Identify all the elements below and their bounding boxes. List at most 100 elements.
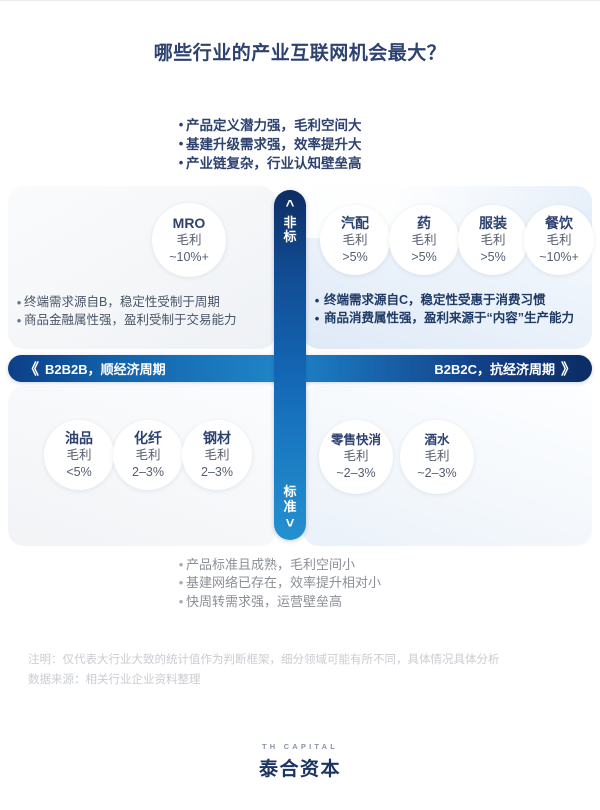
chevron-down-icon: ˅ [285, 515, 295, 533]
bullet-dot-icon: • [178, 557, 184, 572]
axis-bottom-group: 标 准 ˅ [274, 483, 306, 532]
bullet-text: 终端需求源自C，稳定性受惠于消费习惯 [324, 293, 546, 307]
bullet-list-right: • 终端需求源自C，稳定性受惠于消费习惯 • 商品消费属性强，盈利来源于“内容”… [312, 292, 586, 329]
quadrant-panel-top-left [8, 186, 276, 349]
circle-label: 化纤 [134, 430, 162, 447]
axis-left-label: B2B2B，顺经济周期 [45, 362, 166, 377]
circle-value: >5% [342, 249, 368, 264]
bullet-text: 基建网络已存在，效率提升相对小 [186, 575, 382, 591]
circle-label: 药 [417, 215, 431, 232]
chevron-left-icon: 《 [24, 361, 40, 378]
axis-bottom-label: 标 准 [274, 485, 306, 514]
bullet-item: • 快周转需求强，运营壁垒高 [176, 593, 466, 611]
industry-circle-pharma[interactable]: 药 毛利 >5% [389, 205, 459, 275]
industry-circle-chemical-fiber[interactable]: 化纤 毛利 2–3% [113, 420, 183, 490]
bullet-item: • 产品标准且成熟，毛利空间小 [176, 556, 466, 574]
bullet-item: • 商品消费属性强，盈利来源于“内容”生产能力 [312, 310, 586, 328]
circle-metric: 毛利 [204, 448, 230, 463]
circle-label: 酒水 [424, 433, 450, 448]
circle-label: 零售快消 [330, 433, 381, 448]
bullet-list-top: • 产品定义潜力强，毛利空间大 • 基建升级需求强，效率提升大 • 产业链复杂，… [176, 116, 456, 173]
axis-right-group: B2B2C，抗经济周期 》 [434, 358, 576, 379]
bullet-dot-icon: • [16, 313, 22, 329]
industry-circle-beverages[interactable]: 酒水 毛利 ~2–3% [400, 420, 474, 494]
bullet-text: 基建升级需求强，效率提升大 [186, 137, 362, 153]
bullet-item: • 产品定义潜力强，毛利空间大 [176, 116, 456, 135]
chevron-right-icon: 》 [560, 361, 576, 378]
page-title: 哪些行业的产业互联网机会最大？ [153, 43, 447, 64]
bullet-item: • 产业链复杂，行业认知壁垒高 [176, 154, 456, 173]
logo-english-text: TH CAPITAL [261, 742, 339, 751]
circle-label: 钢材 [203, 430, 231, 447]
circle-value: >5% [411, 249, 437, 264]
footnote-line-2: 数据来源：相关行业企业资料整理 [28, 674, 201, 687]
bullet-text: 产业链复杂，行业认知壁垒高 [186, 156, 362, 172]
axis-bar-vertical: ^ 非 标 标 准 ˅ [274, 190, 306, 540]
circle-metric: 毛利 [411, 233, 437, 248]
footnote-line-1: 注明：仅代表大行业大致的统计值作为判断框架，细分领域可能有所不同，具体情况具体分… [28, 654, 500, 666]
bullet-item: • 终端需求源自B，稳定性受制于周期 [14, 294, 276, 312]
axis-bottom-label-char-2: 准 [283, 498, 297, 514]
axis-left-group: 《 B2B2B，顺经济周期 [24, 358, 166, 379]
circle-metric: 毛利 [343, 449, 369, 464]
industry-circle-retail-fmcg[interactable]: 零售快消 毛利 ~2–3% [319, 420, 393, 494]
bullet-dot-icon: • [314, 293, 320, 308]
axis-top-label-char-2: 标 [283, 229, 297, 245]
circle-value: ~2–3% [336, 465, 376, 480]
circle-metric: 毛利 [66, 448, 92, 463]
bullet-item: • 基建网络已存在，效率提升相对小 [176, 574, 466, 592]
circle-metric: 毛利 [546, 233, 572, 248]
circle-label: 餐饮 [545, 215, 573, 232]
bullet-dot-icon: • [178, 117, 184, 132]
bullet-list-bottom: • 产品标准且成熟，毛利空间小 • 基建网络已存在，效率提升相对小 • 快周转需… [176, 556, 466, 611]
bullet-dot-icon: • [178, 136, 184, 152]
circle-label: 油品 [65, 430, 93, 447]
axis-top-label-char-1: 非 [283, 214, 297, 230]
circle-metric: 毛利 [342, 233, 368, 248]
industry-circle-auto-parts[interactable]: 汽配 毛利 >5% [320, 205, 390, 275]
logo-chinese-text: 泰合资本 [258, 759, 341, 780]
circle-label: 服装 [479, 215, 507, 232]
axis-bottom-label-char-1: 标 [283, 484, 297, 500]
industry-circle-catering[interactable]: 餐饮 毛利 ~10%+ [524, 205, 594, 275]
circle-value: <5% [66, 464, 92, 479]
circle-metric: 毛利 [480, 233, 506, 248]
bullet-dot-icon: • [178, 593, 184, 609]
circle-label: MRO [172, 215, 206, 232]
bullet-text: 商品金融属性强，盈利受制于交易能力 [24, 313, 237, 328]
bullet-dot-icon: • [16, 295, 22, 310]
bullet-dot-icon: • [178, 155, 184, 171]
axis-right-label: B2B2C，抗经济周期 [434, 362, 555, 377]
bullet-text: 商品消费属性强，盈利来源于“内容”生产能力 [324, 311, 575, 326]
bullet-item: • 商品金融属性强，盈利受制于交易能力 [14, 312, 276, 330]
industry-circle-steel[interactable]: 钢材 毛利 2–3% [182, 420, 252, 490]
footnote: 注明：仅代表大行业大致的统计值作为判断框架，细分领域可能有所不同，具体情况具体分… [28, 650, 573, 690]
circle-label: 汽配 [341, 215, 369, 232]
bullet-text: 快周转需求强，运营壁垒高 [186, 593, 343, 609]
circle-value: ~2–3% [417, 465, 457, 480]
bullet-item: • 基建升级需求强，效率提升大 [176, 135, 456, 154]
circle-value: ~10%+ [169, 249, 209, 264]
bullet-text: 产品标准且成熟，毛利空间小 [186, 557, 356, 572]
axis-top-group: ^ 非 标 [274, 198, 306, 247]
industry-circle-apparel[interactable]: 服装 毛利 >5% [458, 205, 528, 275]
circle-value: >5% [480, 249, 506, 264]
axis-top-label: 非 标 [274, 214, 306, 245]
bullet-list-left: • 终端需求源自B，稳定性受制于周期 • 商品金融属性强，盈利受制于交易能力 [14, 294, 276, 331]
industry-circle-mro[interactable]: MRO 毛利 ~10%+ [152, 203, 226, 277]
industry-circle-oil[interactable]: 油品 毛利 <5% [44, 420, 114, 490]
bullet-item: • 终端需求源自C，稳定性受惠于消费习惯 [312, 292, 586, 310]
chevron-up-icon: ^ [285, 197, 295, 214]
bullet-text: 产品定义潜力强，毛利空间大 [186, 118, 362, 133]
top-divider [0, 0, 600, 1]
circle-metric: 毛利 [424, 449, 450, 464]
circle-metric: 毛利 [176, 233, 202, 248]
bullet-dot-icon: • [178, 575, 184, 591]
circle-value: 2–3% [201, 464, 233, 479]
bullet-dot-icon: • [314, 311, 320, 327]
circle-value: 2–3% [132, 464, 164, 479]
circle-metric: 毛利 [135, 448, 161, 463]
bullet-text: 终端需求源自B，稳定性受制于周期 [24, 295, 220, 309]
circle-value: ~10%+ [539, 249, 579, 264]
